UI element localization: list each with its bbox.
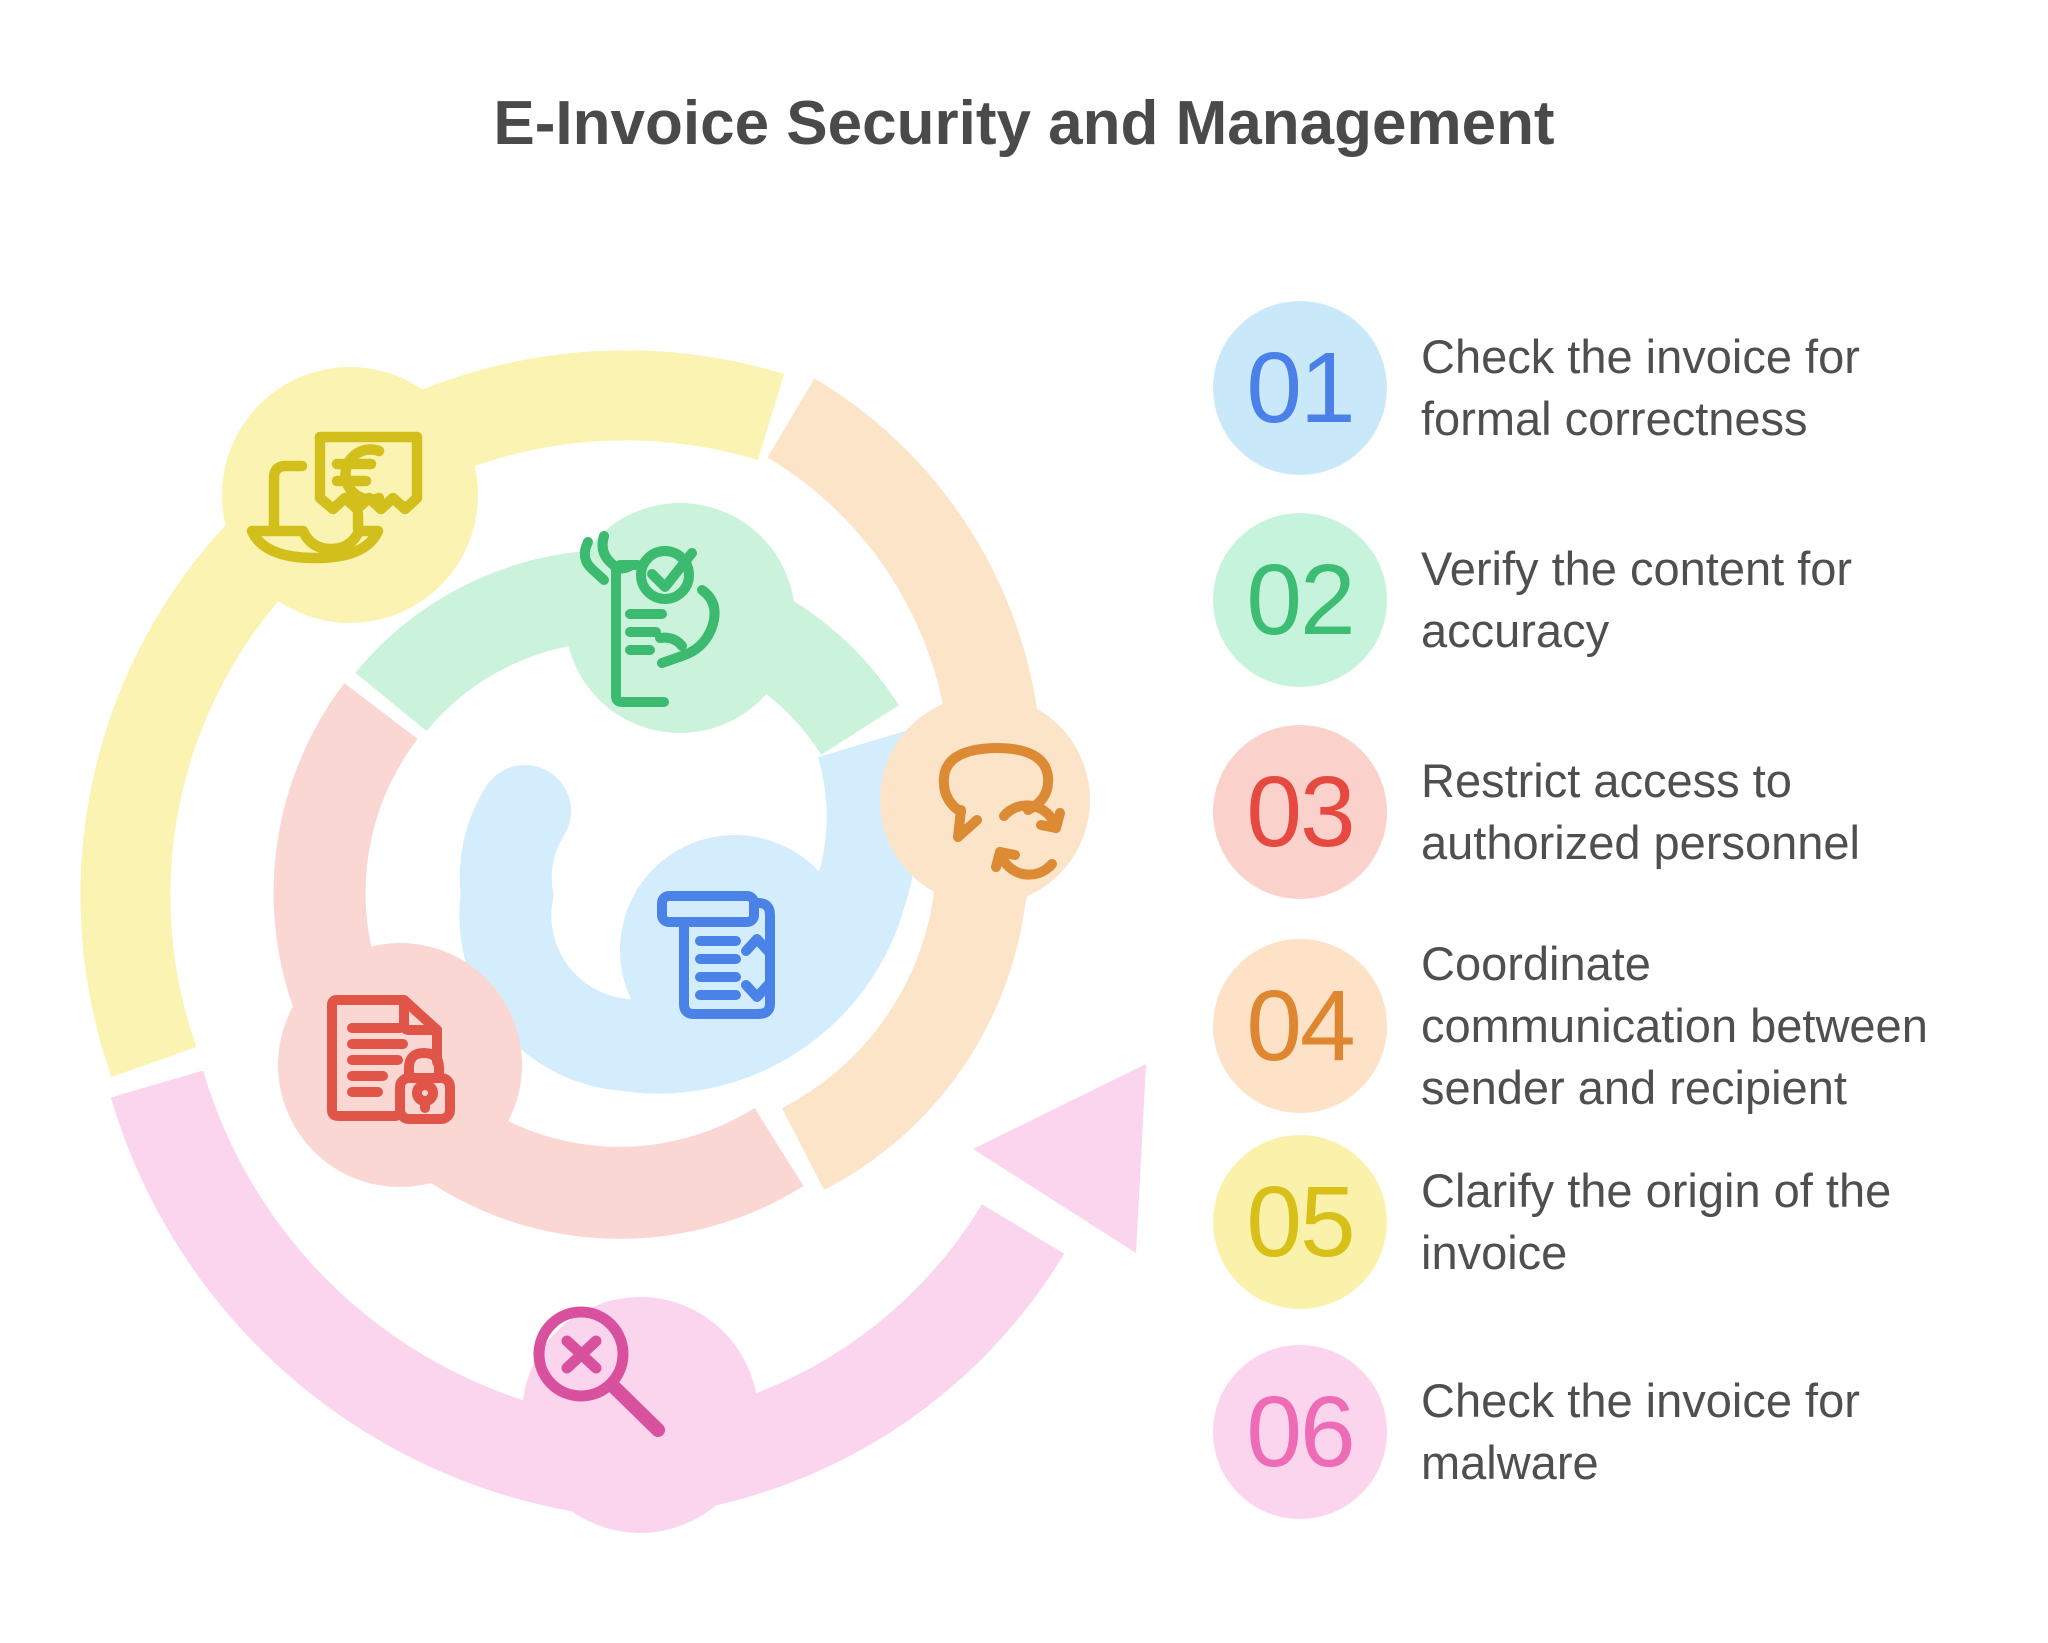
spiral-arrowhead bbox=[973, 1064, 1146, 1253]
step-badge-6: 06 bbox=[1213, 1345, 1387, 1519]
step-row-1: 01 Check the invoice for formal correctn… bbox=[1213, 301, 1860, 475]
step-row-5: 05 Clarify the origin of the invoice bbox=[1213, 1135, 1891, 1309]
blob-red bbox=[278, 943, 522, 1187]
step-label-1: Check the invoice for formal correctness bbox=[1421, 330, 1860, 445]
invoice-list-sort-icon bbox=[657, 891, 775, 1019]
step-row-6: 06 Check the invoice for malware bbox=[1213, 1345, 1860, 1519]
malware-scan-icon bbox=[533, 1306, 665, 1437]
document-lock-icon bbox=[327, 995, 455, 1124]
step-badge-2: 02 bbox=[1213, 513, 1387, 687]
step-number-3: 03 bbox=[1246, 756, 1355, 868]
step-number-5: 05 bbox=[1246, 1166, 1355, 1278]
step-row-3: 03 Restrict access to authorized personn… bbox=[1213, 725, 1860, 899]
step-number-1: 01 bbox=[1246, 332, 1355, 444]
step-number-4: 04 bbox=[1246, 970, 1355, 1082]
step-badge-3: 03 bbox=[1213, 725, 1387, 899]
spiral-blue-cap bbox=[479, 765, 571, 857]
step-badge-4: 04 bbox=[1213, 939, 1387, 1113]
hands-document-check-icon bbox=[579, 531, 720, 707]
step-row-2: 02 Verify the content for accuracy bbox=[1213, 513, 1852, 687]
process-spiral-diagram bbox=[40, 270, 1220, 1570]
step-list: 01 Check the invoice for formal correctn… bbox=[1213, 0, 2013, 1643]
step-label-4: Coordinate communication between sender … bbox=[1421, 937, 1928, 1114]
step-number-6: 06 bbox=[1246, 1376, 1355, 1488]
step-label-3: Restrict access to authorized personnel bbox=[1421, 754, 1860, 869]
step-badge-5: 05 bbox=[1213, 1135, 1387, 1309]
spiral-arc-blue bbox=[459, 730, 919, 1094]
page-title: E-Invoice Security and Management bbox=[493, 89, 1555, 158]
blob-blue bbox=[620, 835, 850, 1065]
step-label-5: Clarify the origin of the invoice bbox=[1421, 1164, 1892, 1279]
blob-orange bbox=[880, 695, 1090, 905]
step-number-2: 02 bbox=[1246, 544, 1355, 656]
step-label-6: Check the invoice for malware bbox=[1421, 1374, 1860, 1489]
chat-sync-icon bbox=[938, 743, 1065, 880]
laptop-euro-invoice-icon bbox=[246, 431, 423, 564]
step-row-4: 04 Coordinate communication between send… bbox=[1213, 933, 1928, 1119]
step-badge-1: 01 bbox=[1213, 301, 1387, 475]
step-label-2: Verify the content for accuracy bbox=[1421, 542, 1853, 657]
